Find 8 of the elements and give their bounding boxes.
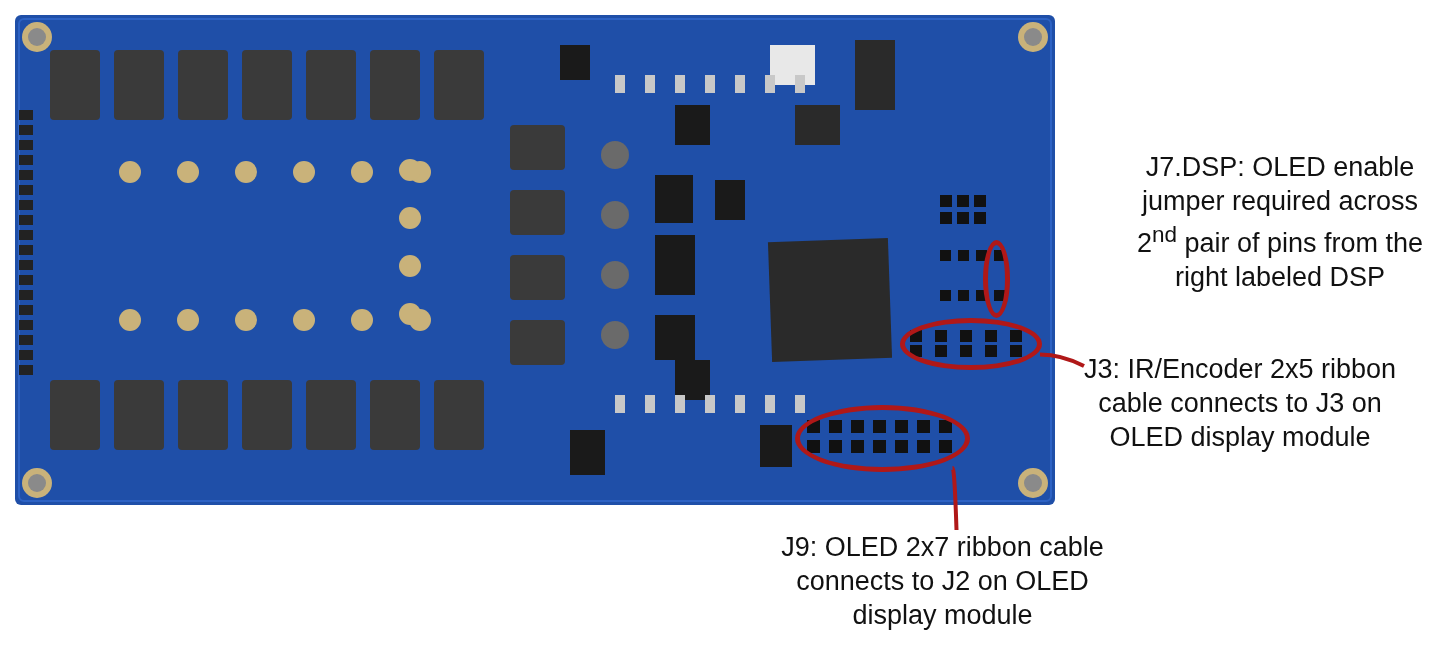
callout-text: J3: IR/Encoder 2x5 ribbon cable connects to J3 on OLED display module	[1080, 352, 1400, 454]
highlight-ellipse	[983, 240, 1010, 318]
callout-text: J7.DSP: OLED enable jumper required across 2$^{nd}$ pair of pins from the right labeled DSP	[1128, 150, 1432, 294]
leader-line	[1039, 352, 1085, 368]
callout-text: J9: OLED 2x7 ribbon cable connects to J2 on OLED display module	[765, 530, 1120, 632]
highlight-ellipse	[795, 405, 970, 472]
highlight-ellipse	[900, 318, 1042, 370]
leader-line	[950, 467, 959, 531]
